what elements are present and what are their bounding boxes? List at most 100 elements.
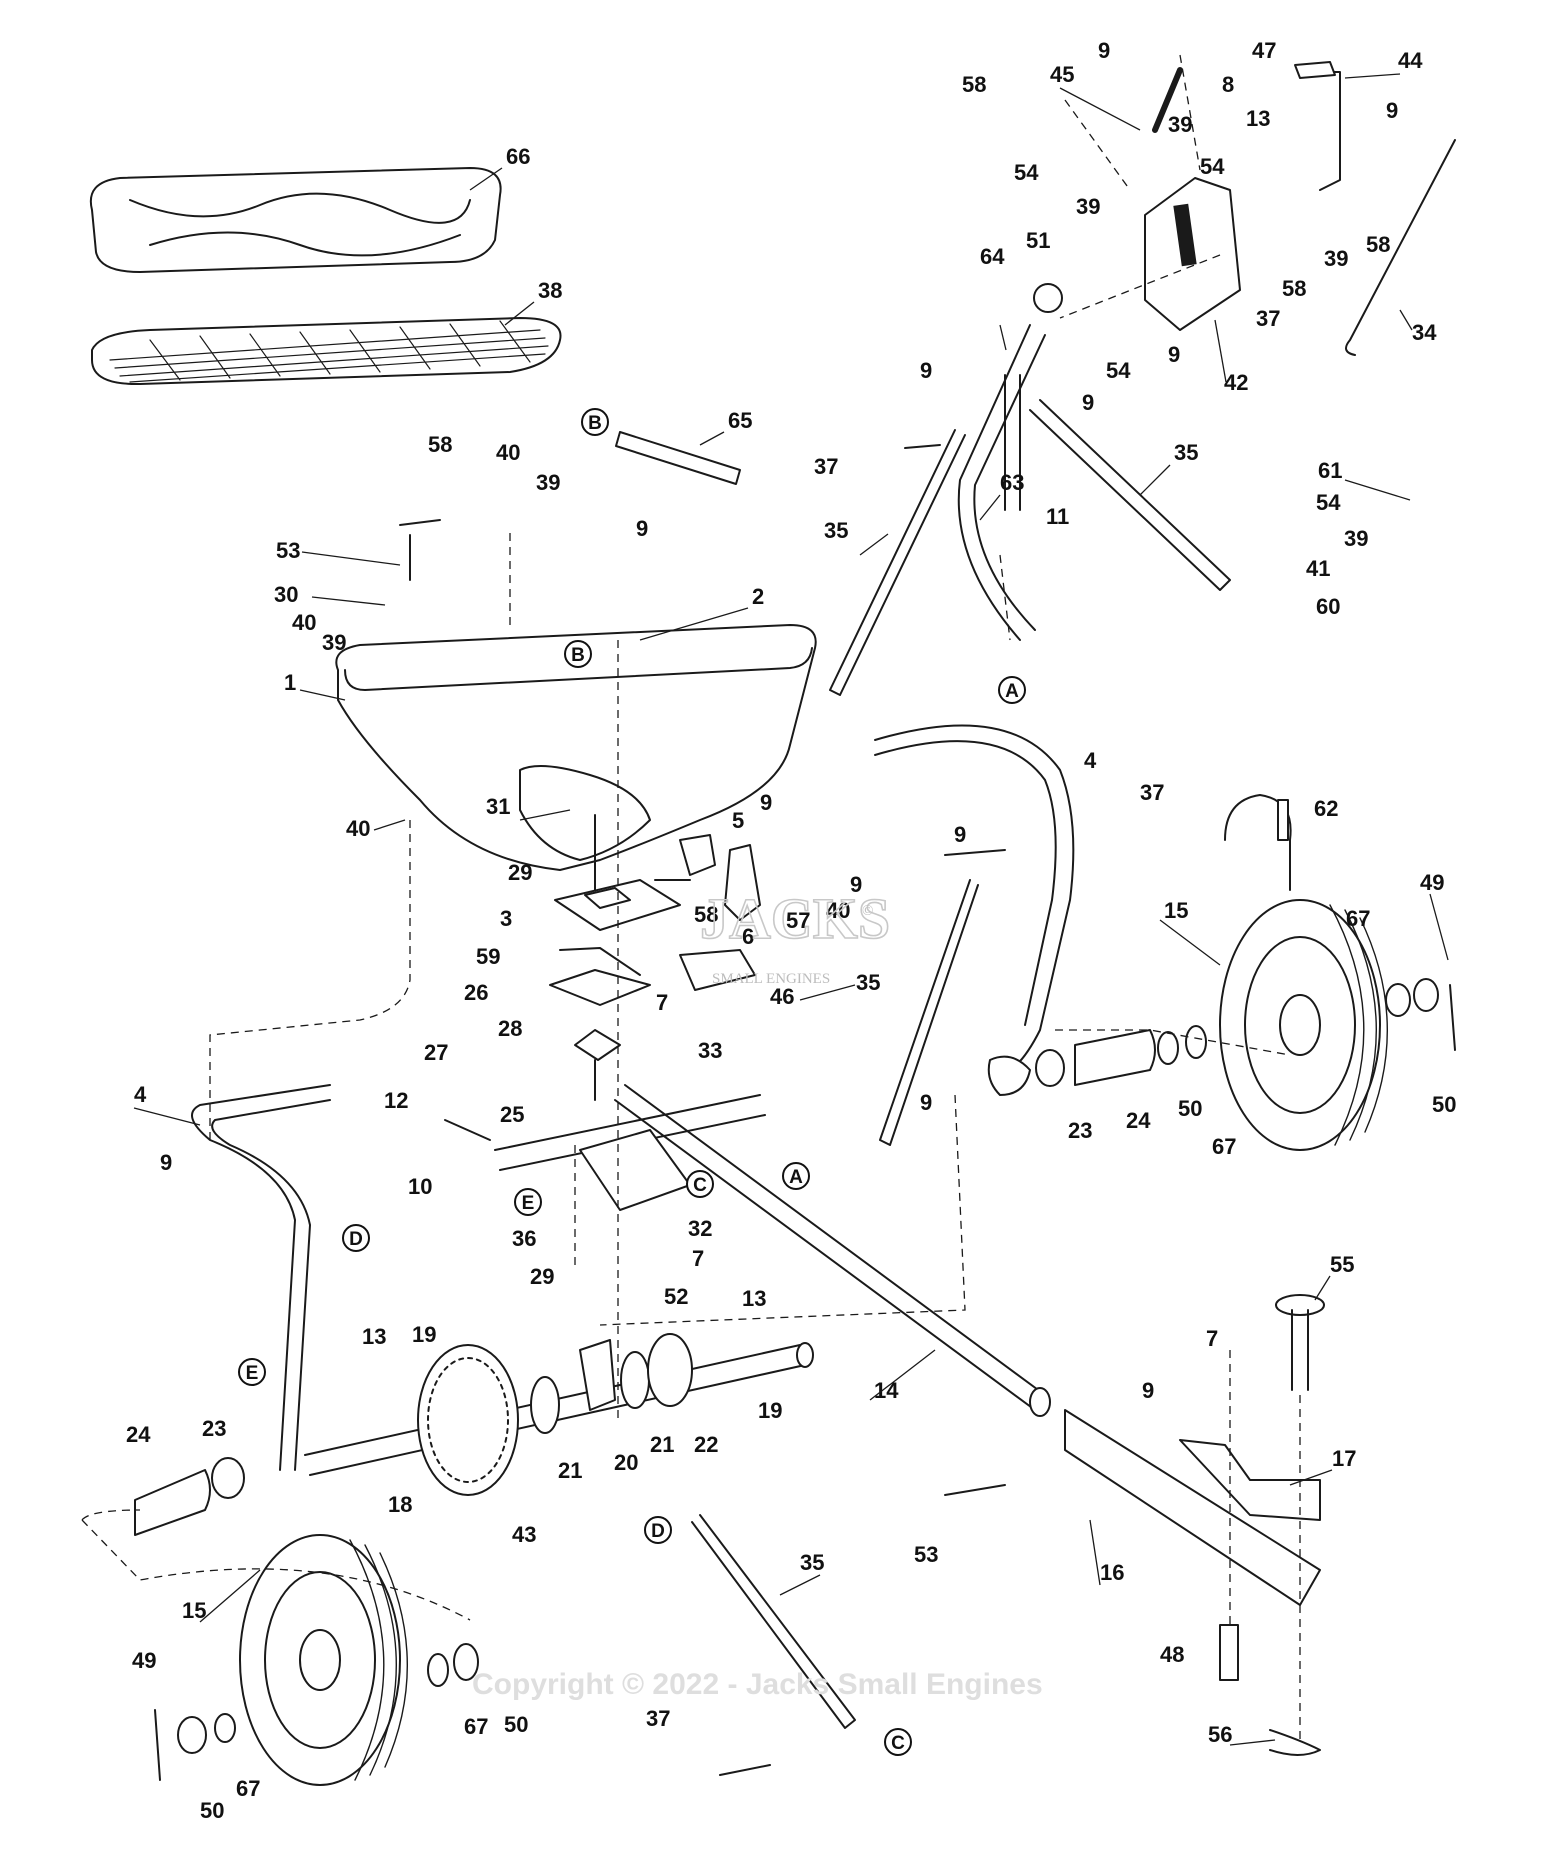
label-47: 47 xyxy=(1252,38,1276,63)
gear-20 xyxy=(579,1339,616,1411)
label-23a: 23 xyxy=(1068,1118,1092,1143)
label-11: 11 xyxy=(1046,504,1069,529)
lever-44 xyxy=(1314,71,1341,191)
label-42: 42 xyxy=(1224,370,1248,395)
handle-63 xyxy=(957,324,1031,641)
label-50c: 50 xyxy=(504,1712,528,1737)
label-7a: 7 xyxy=(656,990,668,1015)
tube-14 xyxy=(614,1084,1046,1411)
label-39f: 39 xyxy=(1344,526,1368,551)
label-3: 3 xyxy=(500,906,512,931)
label-16: 16 xyxy=(1100,1560,1124,1585)
label-64: 64 xyxy=(980,244,1005,269)
label-29a: 29 xyxy=(508,860,532,885)
alignment-lines xyxy=(81,54,1301,1740)
label-44: 44 xyxy=(1398,48,1423,73)
label-53a: 53 xyxy=(276,538,300,563)
ref-marker-c-brace: C xyxy=(884,1728,912,1756)
label-58e: 58 xyxy=(1282,276,1306,301)
label-7c: 7 xyxy=(1206,1326,1218,1351)
label-67d: 67 xyxy=(236,1776,260,1801)
ref-marker-a-tube: A xyxy=(782,1162,810,1190)
agitator-26 xyxy=(549,969,651,1006)
brace-35-b xyxy=(1029,399,1231,591)
label-67c: 67 xyxy=(464,1714,488,1739)
label-9g: 9 xyxy=(1142,1378,1154,1403)
svg-text:C: C xyxy=(891,1733,905,1754)
pin-55 xyxy=(1275,1294,1325,1316)
label-9b: 9 xyxy=(760,790,772,815)
watermark: JACKS © SMALL ENGINES xyxy=(699,885,891,987)
label-63: 63 xyxy=(1000,470,1024,495)
part-labels: 66 38 58 40 39 53 30 40 39 1 2 65 9 40 3… xyxy=(126,38,1456,1823)
label-21a: 21 xyxy=(558,1458,582,1483)
label-46: 46 xyxy=(770,984,794,1009)
label-41: 41 xyxy=(1306,556,1330,581)
label-50a: 50 xyxy=(1178,1096,1202,1121)
svg-text:D: D xyxy=(651,1521,665,1542)
label-56: 56 xyxy=(1208,1722,1232,1747)
ref-marker-b-top: B xyxy=(581,408,609,436)
label-37a: 37 xyxy=(1140,780,1164,805)
label-13b: 13 xyxy=(362,1324,386,1349)
label-54d: 54 xyxy=(1316,490,1341,515)
label-9f: 9 xyxy=(160,1150,172,1175)
label-9k: 9 xyxy=(1098,38,1110,63)
label-61: 61 xyxy=(1318,458,1342,483)
label-53b: 53 xyxy=(914,1542,938,1567)
label-13a: 13 xyxy=(742,1286,766,1311)
label-52: 52 xyxy=(664,1284,688,1309)
label-58c: 58 xyxy=(962,72,986,97)
label-15a: 15 xyxy=(1164,898,1188,923)
svg-text:D: D xyxy=(349,1229,363,1250)
leader-lines xyxy=(133,73,1449,1746)
label-8: 8 xyxy=(1222,72,1234,97)
label-48: 48 xyxy=(1160,1642,1184,1667)
label-10: 10 xyxy=(408,1174,432,1199)
label-37d: 37 xyxy=(1256,306,1280,331)
label-39a: 39 xyxy=(536,470,560,495)
reference-markers: B B A A C C D D xyxy=(238,408,1026,1756)
ref-marker-b-hopper: B xyxy=(564,640,592,668)
label-32: 32 xyxy=(688,1216,712,1241)
svg-text:B: B xyxy=(571,645,585,666)
label-9a: 9 xyxy=(636,516,648,541)
label-31: 31 xyxy=(486,794,510,819)
watermark-brand: JACKS xyxy=(700,886,890,951)
handle-4-left xyxy=(191,1084,331,1471)
label-25: 25 xyxy=(500,1102,524,1127)
label-54c: 54 xyxy=(1200,154,1225,179)
rod-34 xyxy=(1345,139,1456,356)
label-57: 57 xyxy=(786,908,810,933)
label-12: 12 xyxy=(384,1088,408,1113)
label-1: 1 xyxy=(284,670,296,695)
brace-35-c xyxy=(879,879,979,1146)
label-13c: 13 xyxy=(1246,106,1270,131)
svg-text:A: A xyxy=(1005,681,1019,702)
label-49a: 49 xyxy=(1420,870,1444,895)
label-22: 22 xyxy=(694,1432,718,1457)
label-43: 43 xyxy=(512,1522,536,1547)
label-20: 20 xyxy=(614,1450,638,1475)
label-35d: 35 xyxy=(1174,440,1198,465)
label-51: 51 xyxy=(1026,228,1050,253)
brace-35-d xyxy=(691,1514,856,1729)
label-39e: 39 xyxy=(1324,246,1348,271)
label-7b: 7 xyxy=(692,1246,704,1271)
label-30: 30 xyxy=(274,582,298,607)
label-17: 17 xyxy=(1332,1446,1356,1471)
label-15b: 15 xyxy=(182,1598,206,1623)
svg-text:E: E xyxy=(246,1363,259,1384)
label-45: 45 xyxy=(1050,62,1074,87)
label-62: 62 xyxy=(1314,796,1338,821)
label-67b: 67 xyxy=(1212,1134,1236,1159)
plate-3 xyxy=(554,879,681,931)
svg-text:C: C xyxy=(693,1175,707,1196)
label-37c: 37 xyxy=(814,454,838,479)
label-35b: 35 xyxy=(800,1550,824,1575)
label-58b: 58 xyxy=(694,902,718,927)
label-4b: 4 xyxy=(134,1082,147,1107)
handle-4-right xyxy=(874,724,1075,1076)
label-60: 60 xyxy=(1316,594,1340,619)
label-67a: 67 xyxy=(1346,906,1370,931)
